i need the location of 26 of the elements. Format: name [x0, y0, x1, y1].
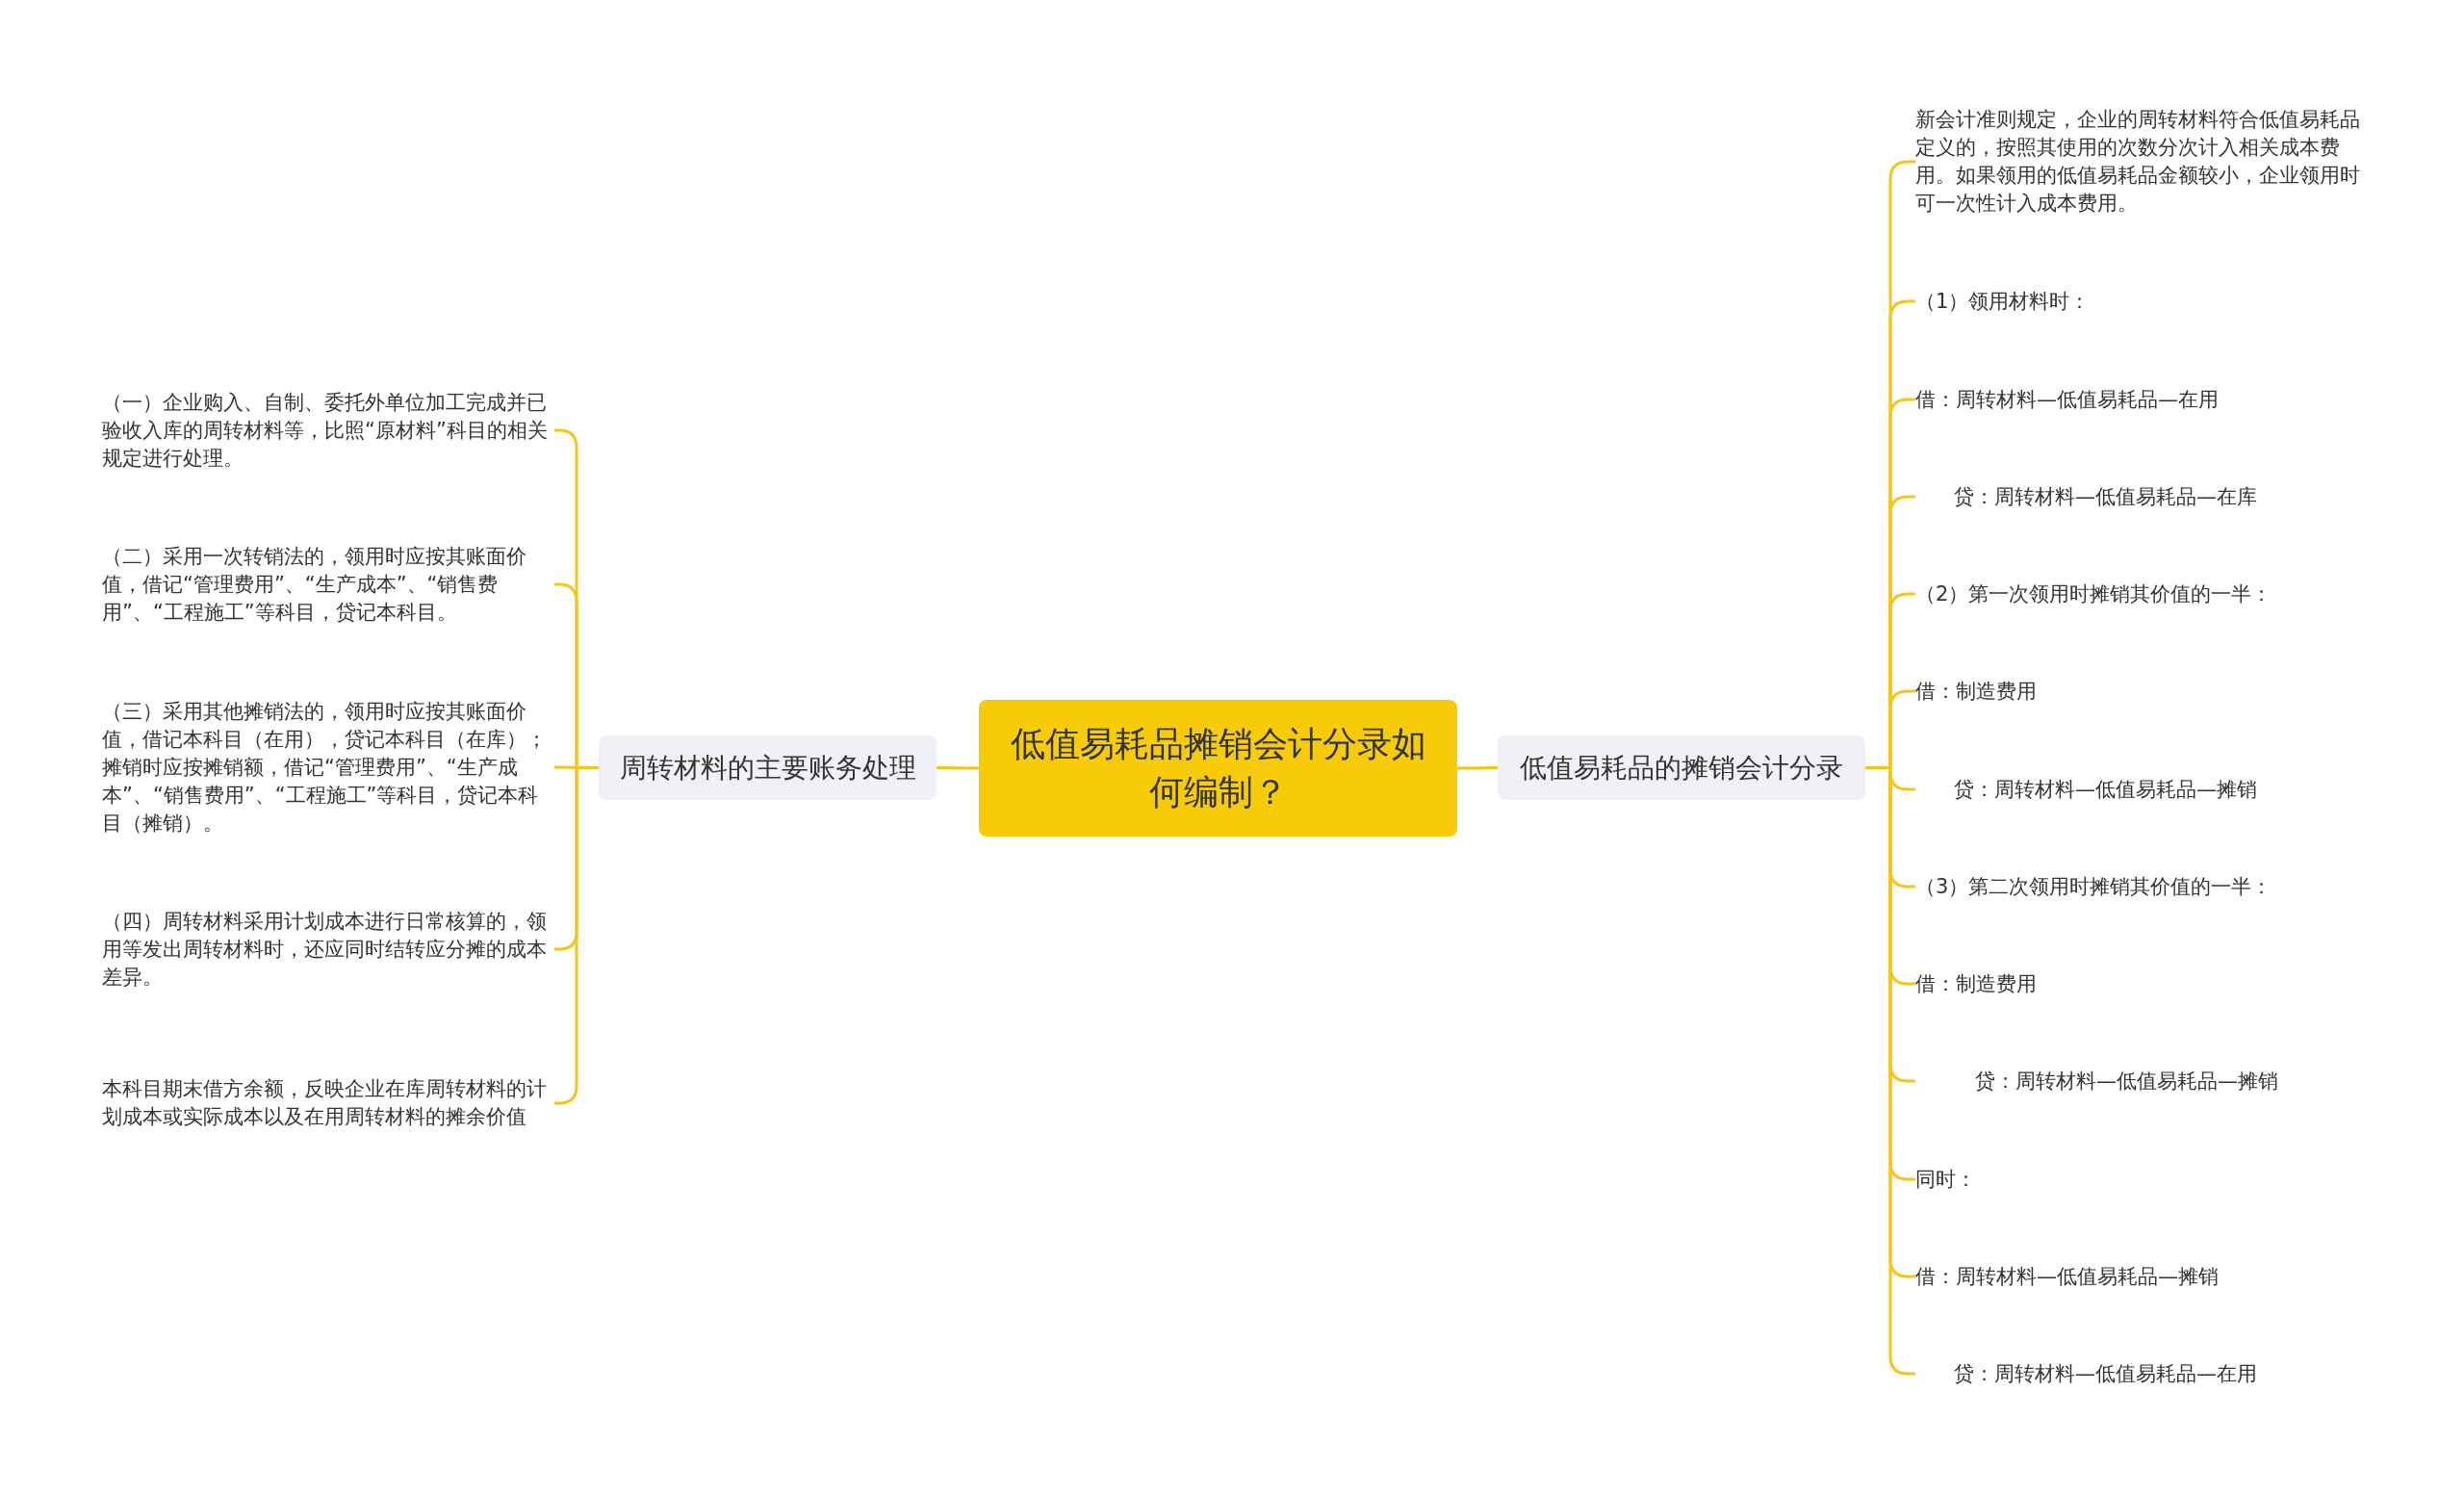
- node-text: 借：制造费用: [1915, 971, 2037, 995]
- node-text: （一）企业购入、自制、委托外单位加工完成并已验收入库的周转材料等，比照“原材料”科目的相关规定进行处理。: [102, 390, 548, 470]
- node-text: 贷：周转材料—低值易耗品—摊销: [1975, 1069, 2278, 1093]
- subtopic-box: [599, 735, 937, 800]
- node-text: 本科目期末借方余额，反映企业在库周转材料的计划成本或实际成本以及在用周转材料的摊余价值: [102, 1077, 547, 1128]
- topic-box: [979, 700, 1457, 837]
- node-text: （四）周转材料采用计划成本进行日常核算的，领用等发出周转材料时，还应同时结转应分摊的成本差异。: [102, 909, 547, 989]
- node-text: （二）采用一次转销法的，领用时应按其账面价值，借记“管理费用”、“生产成本”、“销售费用”、“工程施工”等科目，贷记本科目。: [102, 544, 526, 624]
- node-text: 借：周转材料—低值易耗品—在用: [1915, 387, 2219, 411]
- node-text: 借：制造费用: [1915, 679, 2037, 703]
- node-text: （2）第一次领用时摊销其价值的一半：: [1915, 581, 2272, 606]
- node-text: （3）第二次领用时摊销其价值的一半：: [1915, 874, 2272, 898]
- subtopic-box: [1498, 735, 1865, 800]
- node-text: （三）采用其他摊销法的，领用时应按其账面价值，借记本科目（在用），贷记本科目（在库）；摊销时应按摊销额，借记“管理费用”、“生产成本”、“销售费用”、“工程施工”等科目，贷记本科目（摊销）。: [102, 699, 547, 835]
- node-text: 贷：周转材料—低值易耗品—在库: [1954, 484, 2257, 508]
- connector-line: [1457, 766, 1498, 770]
- node-text: 低值易耗品摊销会计分录如何编制？: [1009, 722, 1427, 813]
- node-text: 贷：周转材料—低值易耗品—摊销: [1954, 777, 2257, 801]
- node-text: 借：周转材料—低值易耗品—摊销: [1915, 1264, 2219, 1288]
- connector-line: [937, 766, 979, 770]
- node-text: 同时：: [1915, 1167, 1976, 1191]
- node-text: （1）领用材料时：: [1915, 289, 2091, 313]
- node-text: 新会计准则规定，企业的周转材料符合低值易耗品定义的，按照其使用的次数分次计入相关成本费用。如果领用的低值易耗品金额较小，企业领用时可一次性计入成本费用。: [1915, 108, 2360, 215]
- node-text: 低值易耗品的摊销会计分录: [1520, 750, 1843, 786]
- node-text: 周转材料的主要账务处理: [619, 750, 916, 786]
- node-text: 贷：周转材料—低值易耗品—在用: [1954, 1361, 2257, 1385]
